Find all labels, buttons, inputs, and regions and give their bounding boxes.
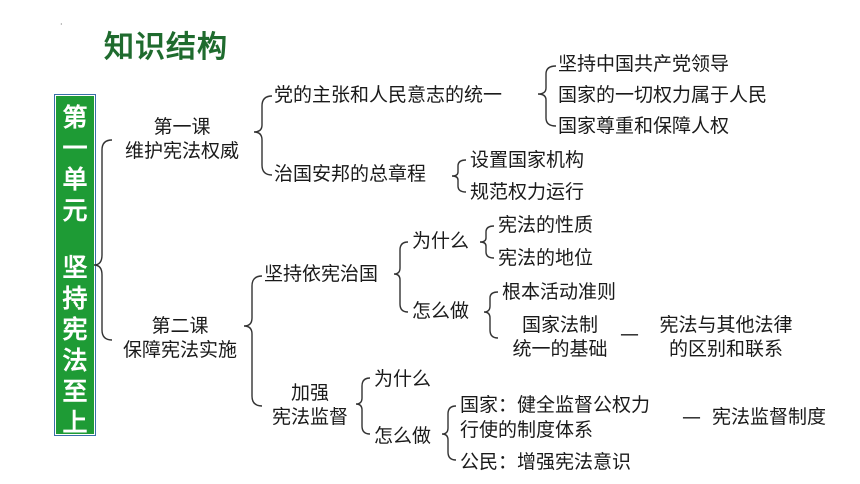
dash-connector: — [620,323,639,345]
l1-b1-item: 坚持中国共产党领导 [558,53,730,75]
relation-label: 宪法与其他法律 的区别和联系 [659,314,793,360]
how2-label: 怎么做 [374,425,432,447]
unit-char: 第 [62,103,88,132]
page-title: 知识结构 [104,30,228,65]
supervision-citizen: 公民：增强宪法意识 [460,451,632,473]
how-label: 怎么做 [412,300,470,322]
dash-connector: — [682,406,701,428]
unit-char: 宪 [62,315,88,344]
why-label: 为什么 [412,230,470,252]
l1-branch2-label: 治国安邦的总章程 [274,163,427,185]
how-item-legal-unity: 国家法制 统一的基础 [512,314,608,360]
l1-b1-item: 国家的一切权力属于人民 [558,84,768,106]
unit-char: 持 [62,284,88,313]
l1-b2-item: 规范权力运行 [470,181,585,203]
l1-branch1-label: 党的主张和人民意志的统一 [274,84,503,106]
l1-b2-item: 设置国家机构 [470,149,585,171]
unit-char: 元 [62,196,88,225]
l2-branch1-label: 坚持依宪治国 [264,263,379,285]
why-item: 宪法的性质 [498,214,594,236]
decorative-dot: · [60,20,63,29]
system-label: 宪法监督制度 [712,406,827,428]
unit-char: 上 [62,408,88,437]
lesson2-title: 第二课 保障宪法实施 [122,315,237,361]
unit-char: 一 [62,134,88,163]
unit-title-box: 第 一 单 元 坚 持 宪 法 至 上 [56,96,94,437]
unit-char: 单 [62,165,88,194]
l2-branch2-label: 加强 宪法监督 [271,382,348,428]
supervision-state-cont: 行使的制度体系 [460,419,594,441]
unit-char: 法 [62,346,88,375]
unit-char: 至 [62,377,88,406]
supervision-state: 国家：健全监督公权力 [460,394,651,416]
why-item: 宪法的地位 [498,247,594,269]
how-item: 根本活动准则 [502,281,617,303]
why2-label: 为什么 [374,368,432,390]
unit-char: 坚 [62,253,88,282]
l1-b1-item: 国家尊重和保障人权 [558,115,730,137]
lesson1-title: 第一课 维护宪法权威 [124,116,239,162]
